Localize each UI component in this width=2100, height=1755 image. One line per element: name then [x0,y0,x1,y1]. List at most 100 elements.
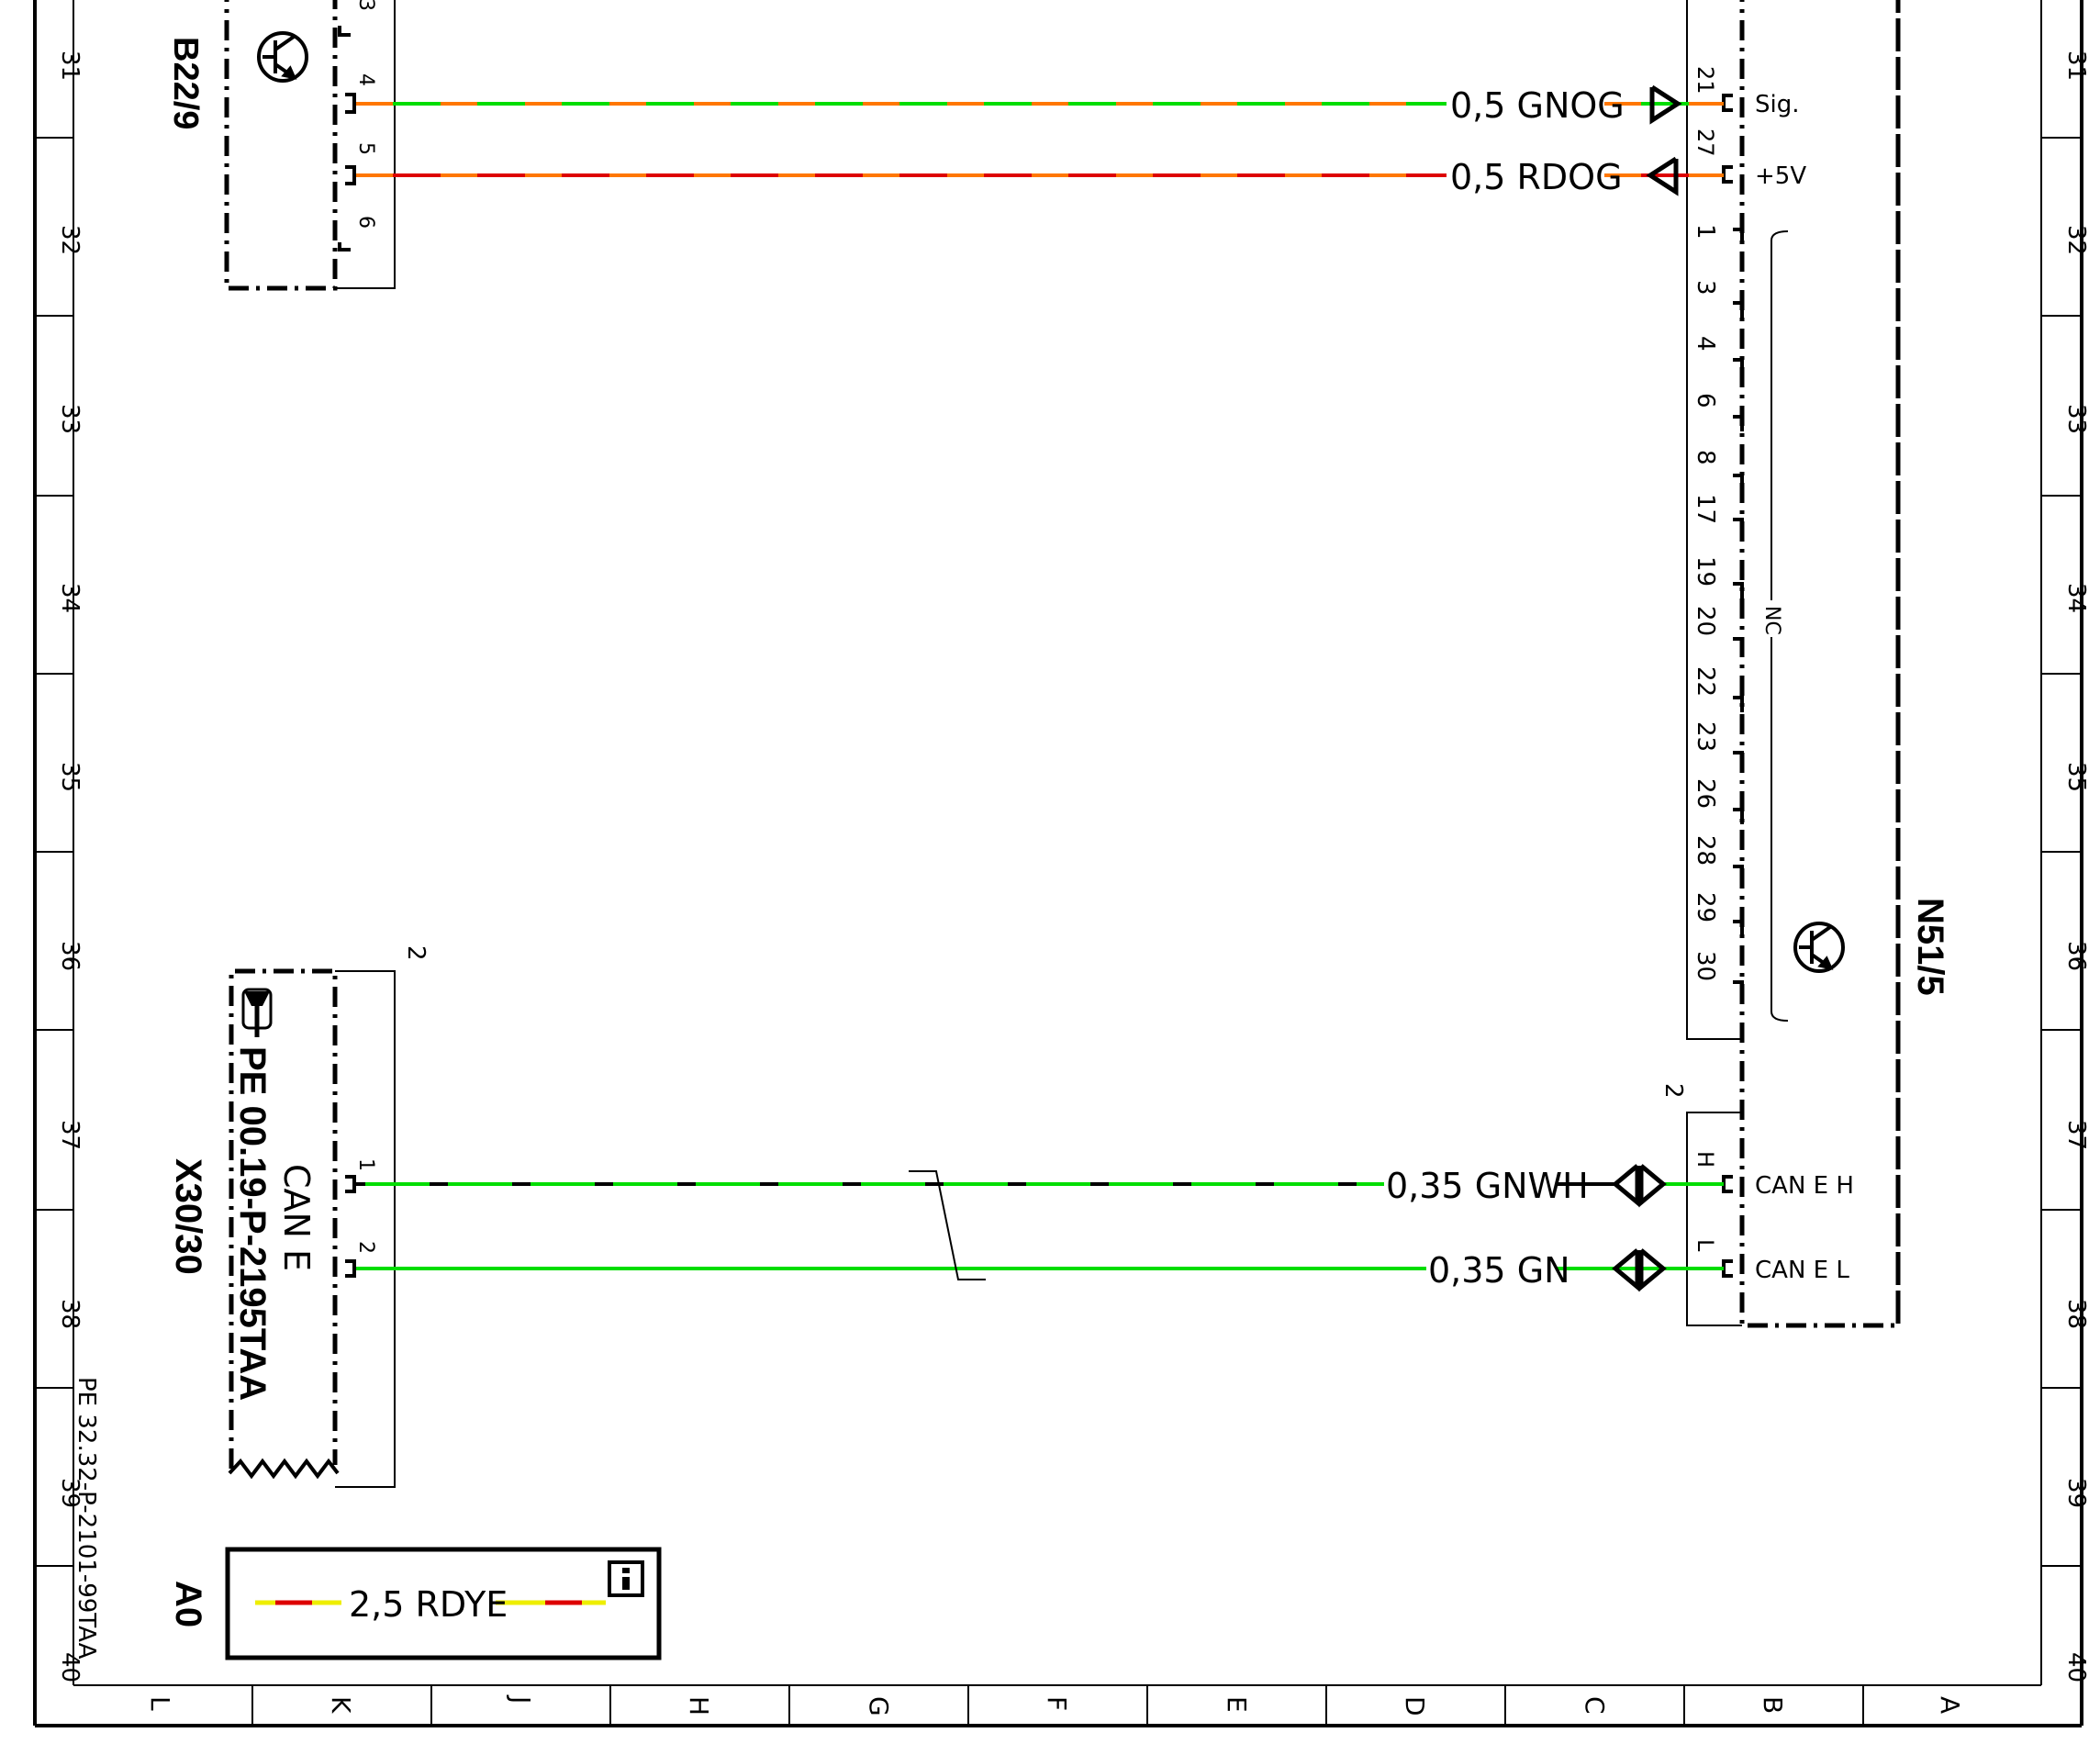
pin-label: 28 [1692,835,1719,866]
connector-arrow-icon [1646,156,1679,196]
column-label: E [1222,1696,1252,1713]
pin-label: 8 [1692,450,1719,465]
pin-label: 1 [354,1158,377,1171]
transistor-icon [1793,922,1845,973]
connector-arrow-icon [1649,84,1682,125]
wire-label: 0,5 RDOG [1450,157,1623,197]
pin-label: 20 [1692,606,1719,636]
bidirectional-connector-icon [1612,1164,1667,1208]
connector-number: 2 [1659,1083,1687,1099]
component-n51-5: N51/5 21 27 Sig. +5V 1 3 4 6 8 17 19 20 [1659,0,1950,1328]
row-label: 35 [56,762,84,792]
row-label: 32 [2062,225,2090,255]
transistor-icon [257,31,308,83]
pin-label: 27 [1692,129,1718,157]
row-label: 31 [56,50,84,81]
row-label: 38 [56,1299,84,1329]
diagram-frame [33,0,2083,1727]
wire-gnog: 0,5 GNOG [356,84,1724,126]
row-label: 32 [56,225,84,255]
row-label: 39 [2062,1478,2090,1508]
pin-label: 23 [1692,721,1719,752]
row-label: 35 [2062,762,2090,792]
pointing-hand-icon [241,988,273,1037]
legend-box: 2,5 RDYE A0 [168,1547,662,1660]
pin-label: 6 [354,216,377,229]
component-x30-30: 2 PE 00.19-P-2195TAA CAN E X30/30 1 2 [168,945,430,1488]
wire-label: 0,35 GNWH [1386,1166,1589,1206]
nc-pin-terminals [1733,228,1744,997]
row-labels-left: 31 32 33 34 35 36 37 38 39 40 [56,50,84,1682]
x30-30-ref: PE 00.19-P-2195TAA [232,1046,273,1401]
column-label: G [864,1696,894,1716]
pin-label: 22 [1692,666,1719,697]
pin-label: L [1692,1239,1718,1252]
column-label: C [1580,1696,1610,1715]
row-label: 37 [56,1120,84,1150]
x30-30-label: X30/30 [168,1158,208,1275]
info-icon [608,1560,644,1597]
pin-function-label: +5V [1755,162,1806,190]
pin-label: 6 [1692,393,1719,408]
wire-label: 0,35 GN [1428,1250,1570,1291]
pin-label: 21 [1692,66,1718,95]
row-label: 39 [56,1478,84,1508]
pin-label: 1 [1692,224,1719,240]
pin-terminals [1722,94,1733,184]
column-label: K [326,1696,356,1714]
legend-area-code: A0 [168,1581,208,1627]
pin-label: 5 [354,142,377,155]
pin-function-label: CAN E H [1755,1172,1854,1200]
pin-label: 30 [1692,951,1719,981]
column-label: D [1400,1696,1430,1716]
column-label: A [1935,1696,1965,1714]
row-label: 36 [2062,941,2090,971]
row-label: 38 [2062,1299,2090,1329]
component-b22-9: B22/9 3 4 5 6 [166,0,396,291]
wire-label: 0,5 GNOG [1450,85,1625,126]
column-label: J [506,1694,536,1704]
pin-terminals [345,1175,356,1278]
connector-number: 2 [402,945,430,961]
pin-label: 4 [1692,336,1719,352]
pin-label: 4 [354,73,377,86]
bidirectional-connector-icon [1612,1248,1667,1292]
row-label: 34 [2062,583,2090,613]
pin-label: 2 [354,1241,377,1254]
twisted-pair-marker [909,1170,986,1280]
row-label: 40 [2062,1652,2090,1682]
row-labels-right: 31 32 33 34 35 36 37 38 39 40 [2062,50,2090,1682]
column-label: B [1758,1696,1788,1714]
pin-label: 29 [1692,892,1719,922]
row-label: 36 [56,941,84,971]
pin-label: 19 [1692,556,1719,587]
document-ref: PE 32.32-P-2101-99TAA [73,1377,100,1660]
row-label: 37 [2062,1120,2090,1150]
wire-gnwh: 0,35 GNWH [356,1164,1724,1208]
column-label: F [1042,1696,1072,1711]
b22-9-label: B22/9 [166,37,205,129]
nc-label: NC [1760,606,1783,635]
row-label: 31 [2062,50,2090,81]
pin-label: 17 [1692,494,1719,524]
x30-30-sublabel: CAN E [276,1164,317,1271]
pin-label: 3 [1692,280,1719,296]
row-label: 34 [56,583,84,613]
pin-function-label: CAN E L [1755,1257,1849,1284]
pin-label: 26 [1692,778,1719,809]
column-labels: L K J H G F E D C B A [145,1694,1965,1716]
pin-label: H [1692,1151,1718,1168]
column-label: L [145,1696,175,1711]
pin-terminals [1722,1175,1733,1278]
pin-terminals [338,26,356,252]
pin-function-label: Sig. [1755,91,1800,118]
wire-gn: 0,35 GN [356,1248,1724,1292]
pin-label: 3 [354,0,377,11]
row-label: 40 [56,1652,84,1682]
row-label: 33 [56,404,84,434]
legend-wire-label: 2,5 RDYE [349,1584,508,1625]
wire-rdog: 0,5 RDOG [356,156,1724,197]
column-label: H [684,1696,714,1716]
n51-5-label: N51/5 [1910,898,1950,996]
